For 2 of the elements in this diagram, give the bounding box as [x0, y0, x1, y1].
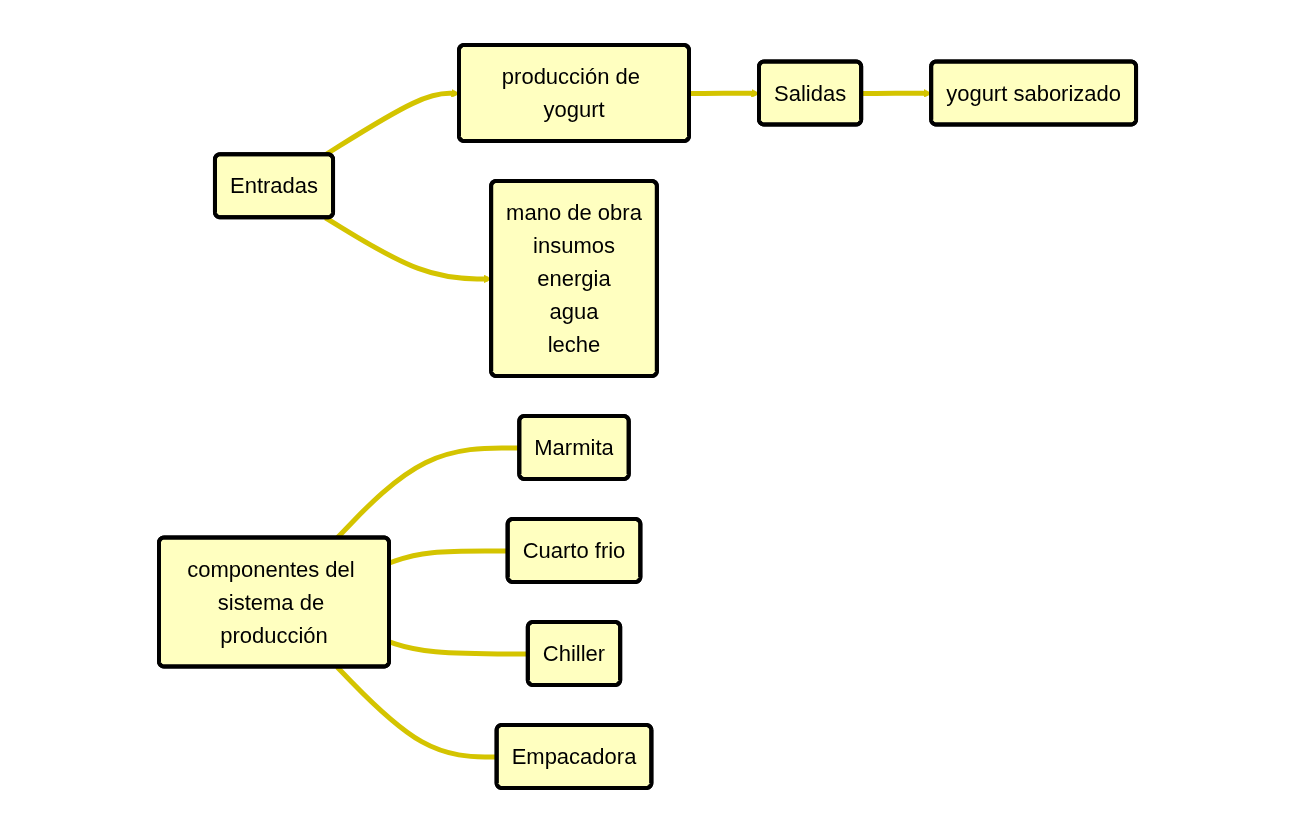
connector	[389, 639, 529, 657]
connector	[389, 548, 509, 566]
